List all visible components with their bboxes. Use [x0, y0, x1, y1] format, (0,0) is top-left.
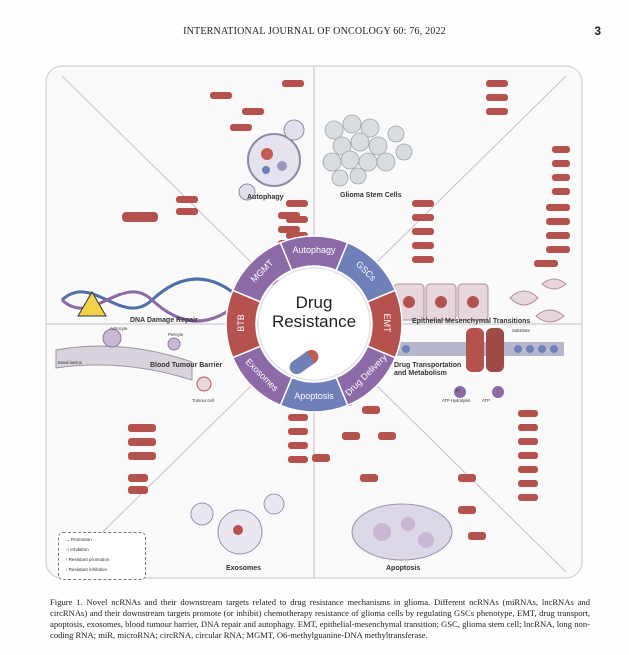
legend-resistant-promotion: ↑ Resistant promotion [65, 557, 110, 562]
section-label-gsc: Glioma Stem Cells [340, 192, 402, 199]
btb-target-rows [128, 424, 156, 494]
ring-label-emt: EMT [382, 313, 392, 333]
drug-resistance-ring [225, 235, 403, 413]
section-label-dna: DNA Damage Repair [130, 317, 198, 324]
transport-label-substrate: Substrate [512, 328, 530, 333]
figure-panel: Autophagy Glioma Stem Cells DNA Damage R… [42, 62, 586, 582]
transport-label-atp-hydrolysis: ATP Hydrolysis [442, 398, 471, 403]
journal-header: INTERNATIONAL JOURNAL OF ONCOLOGY 60: 76… [183, 26, 446, 37]
section-label-btb: Blood Tumour Barrier [150, 362, 223, 369]
btb-label-tumour-cell: Tumour cell [192, 398, 214, 403]
section-label-emt: Epithelial Mesenchymal Transitions [412, 318, 531, 325]
exosome-target-rows [288, 414, 308, 463]
page-number: 3 [594, 24, 601, 38]
ring-label-btb: BTB [236, 314, 246, 332]
transport-label-atp: ATP [482, 398, 490, 403]
ring-segment-mgmt [231, 241, 293, 303]
emt-cells-illustration [393, 278, 567, 323]
section-label-exosomes: Exosomes [226, 565, 262, 572]
transport-label-pi: Pi [456, 388, 460, 393]
center-title-line1: Drug [295, 293, 333, 312]
ring-label-apoptosis: Apoptosis [294, 391, 334, 401]
section-label-apoptosis: Apoptosis [386, 565, 421, 572]
top-right-target-rows [486, 80, 508, 115]
center-disc [257, 267, 371, 381]
legend-promotion: → Promotion [65, 537, 92, 542]
legend-inhibition: ⊣ Inhibition [65, 547, 89, 552]
btb-label-basal-lamina: Basal lamina [58, 360, 82, 365]
btb-label-pericyte: Pericyte [168, 332, 184, 337]
glioma-stem-cell-cluster [322, 114, 413, 187]
drug-transport-illustration [374, 328, 564, 398]
section-label-autophagy: Autophagy [247, 194, 284, 201]
apoptosis-cell-illustration [351, 503, 453, 561]
ring-label-autophagy: Autophagy [292, 245, 336, 255]
pill-capsule-icon [289, 349, 319, 375]
dna-helix-illustration [60, 277, 244, 323]
center-title: Drug Resistance [254, 294, 374, 332]
emt-target-rows [534, 146, 570, 267]
blood-tumour-barrier-illustration [55, 328, 212, 392]
exosome-illustration [190, 493, 285, 555]
gsc-target-rows [412, 200, 434, 263]
section-label-transport: Drug Transportation and Metabolism [394, 362, 462, 377]
legend-resistant-inhibition: ↓ Resistant inhibition [65, 567, 108, 572]
autophagy-illustration [238, 119, 305, 201]
transport-target-rows [518, 410, 538, 501]
btb-label-astrocyte: Astrocyte [110, 326, 128, 331]
figure-illustration [45, 65, 583, 579]
figure-caption: Figure 1. Novel ncRNAs and their downstr… [50, 597, 590, 640]
center-title-line2: Resistance [271, 312, 357, 331]
figure-legend: → Promotion ⊣ Inhibition ↑ Resistant pro… [58, 532, 146, 580]
